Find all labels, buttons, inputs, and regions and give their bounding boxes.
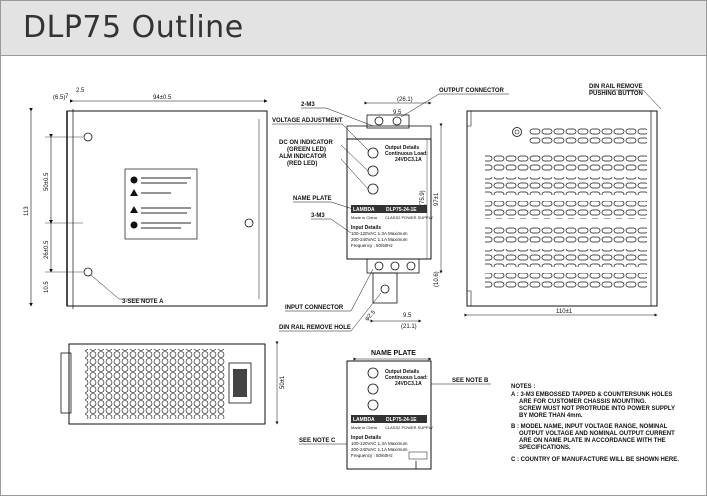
dim-width: 94±0.5 — [153, 95, 172, 101]
note-b-line1: B : MODEL NAME, INPUT VOLTAGE RANGE, NOM… — [511, 424, 668, 430]
notes-block: NOTES : A : 3-M3 EMBOSSED TAPPED & COUNT… — [511, 384, 679, 463]
note-b-line3: ARE ON NAME PLATE IN ACCORDANCE WITH THE — [519, 438, 666, 444]
front-view: Output Details Continuous Load: 24VDC3.1… — [272, 88, 509, 332]
note-b-line4: SPECIFICATIONS. — [519, 445, 571, 451]
detail-continuous-value: 24VDC3.1A — [395, 381, 422, 387]
red-led-label: (RED LED) — [287, 161, 317, 167]
din-rail-remove-label: DIN RAIL REMOVE — [589, 84, 643, 90]
right-view: DIN RAIL REMOVE PUSHING BUTTON 110±1 — [464, 84, 662, 317]
dim-26: (26.1) — [397, 97, 413, 103]
see-note-b: SEE NOTE B — [452, 378, 489, 384]
plate-output-details: Output Details — [385, 145, 419, 151]
side-view: 94±0.5 (6.5) 7 2.5 113 50±0.5 26±0.5 10.… — [24, 88, 268, 309]
voltage-adjust-icon — [367, 147, 379, 159]
dim-upper: 50±0.5 — [44, 172, 50, 191]
name-plate-label: NAME PLATE — [293, 196, 332, 202]
detail-continuous-load: Continuous Load: — [385, 375, 428, 381]
mounting-hole-icon — [244, 218, 254, 228]
pushing-button-label: PUSHING BUTTON — [589, 91, 643, 97]
alm-indicator-label: ALM INDICATOR — [279, 154, 327, 160]
see-note-c: SEE NOTE C — [299, 438, 336, 444]
plate-model: DLP75-24-1E — [386, 207, 417, 213]
detail-class: CLASS2 POWER SUPPLY — [385, 425, 433, 430]
detail-output-details: Output Details — [385, 369, 419, 375]
green-led-label: (GREEN LED) — [287, 147, 326, 153]
title-bar: DLP75 Outline — [1, 1, 706, 56]
detail-frequency: Frequency : 50/60Hz — [351, 453, 394, 458]
note-a-line1: A : 3-M3 EMBOSSED TAPPED & COUNTERSUNK H… — [511, 392, 672, 398]
name-plate-detail-title: NAME PLATE — [371, 350, 416, 357]
dim-top-b: 7 — [65, 94, 69, 100]
warning-label — [124, 168, 198, 240]
outline-drawing: 94±0.5 (6.5) 7 2.5 113 50±0.5 26±0.5 10.… — [24, 84, 679, 470]
plate-class: CLASS2 POWER SUPPLY — [385, 215, 433, 220]
input-connector-label: INPUT CONNECTOR — [285, 305, 344, 311]
dim-low: 10.5 — [44, 281, 50, 293]
detail-input-line1: 100-120VAC 1.3A Maximum — [351, 441, 408, 446]
note-a-callout: 3-SEE NOTE A — [122, 299, 164, 305]
note-a-line2: ARE FOR CUSTOMER CHASSIS MOUNTING. — [519, 399, 647, 405]
note-a-line3: SCREW MUST NOT PROTRUDE INTO POWER SUPPL… — [519, 406, 675, 412]
detail-made-in: Made in China — [351, 425, 378, 430]
label-2m3: 2-M3 — [301, 102, 315, 108]
label-3m3: 3-M3 — [311, 213, 325, 219]
dc-on-indicator-label: DC ON INDICATOR — [279, 140, 333, 146]
notes-heading: NOTES : — [511, 384, 535, 390]
plate-continuous-load: Continuous Load: — [385, 151, 428, 157]
page-title: DLP75 Outline — [23, 10, 244, 45]
note-a-line4: BY MORE THAN 4mm. — [519, 413, 583, 419]
dim-50: 50±1 — [280, 375, 286, 389]
dim-97: 97±1 — [434, 192, 440, 206]
dim-211: (21.1) — [401, 324, 417, 330]
dim-95-low: 9.5 — [403, 313, 412, 319]
name-plate-detail: NAME PLATE Output Details Continuous Loa… — [299, 350, 491, 470]
dim-759: (75.9) — [420, 190, 426, 206]
dim-height: 113 — [24, 206, 30, 216]
dim-mid: 26±0.5 — [44, 240, 50, 259]
dim-top-a: (6.5) — [53, 95, 65, 101]
plate-continuous-value: 24VDC3.1A — [395, 157, 422, 163]
mounting-hole-icon — [83, 132, 93, 142]
detail-input-line2: 200-240VAC 1.1A Maximum — [351, 447, 408, 452]
dim-106: (10.6) — [434, 271, 440, 287]
detail-brand: LAMBDA — [353, 417, 375, 423]
plate-frequency: Frequency : 50/60Hz — [351, 243, 394, 248]
bottom-view: 50±1 — [60, 341, 286, 425]
green-led-icon — [367, 165, 379, 177]
dim-phi: φ2.5 — [364, 309, 377, 322]
plate-brand: LAMBDA — [353, 207, 375, 213]
output-connector-label: OUTPUT CONNECTOR — [439, 88, 505, 94]
output-terminal-block — [366, 114, 410, 129]
plate-made-in: Made in China — [351, 215, 378, 220]
note-b-line2: OUTPUT VOLTAGE AND NOMINAL OUTPUT CURREN… — [519, 431, 675, 437]
note-c-line1: C : COUNTRY OF MANUFACTURE WILL BE SHOWN… — [511, 457, 679, 463]
din-rail-hole-icon — [380, 284, 390, 294]
plate-input-line1: 100-120VAC 1.3A Maximum — [351, 231, 408, 236]
detail-model: DLP75-24-1E — [386, 417, 417, 423]
detail-input-details: Input Details — [351, 435, 381, 441]
red-led-icon — [367, 183, 379, 195]
din-rail-remove-hole-label: DIN RAIL REMOVE HOLE — [279, 325, 351, 331]
plate-input-line2: 200-240VAC 1.1A Maximum — [351, 237, 408, 242]
dim-110: 110±1 — [556, 309, 573, 315]
plate-input-details: Input Details — [351, 225, 381, 231]
mounting-hole-icon — [83, 267, 93, 277]
dim-top-c: 2.5 — [76, 88, 85, 94]
voltage-adjustment-label: VOLTAGE ADJUSTMENT — [272, 118, 343, 124]
dim-95: 9.5 — [393, 110, 402, 116]
